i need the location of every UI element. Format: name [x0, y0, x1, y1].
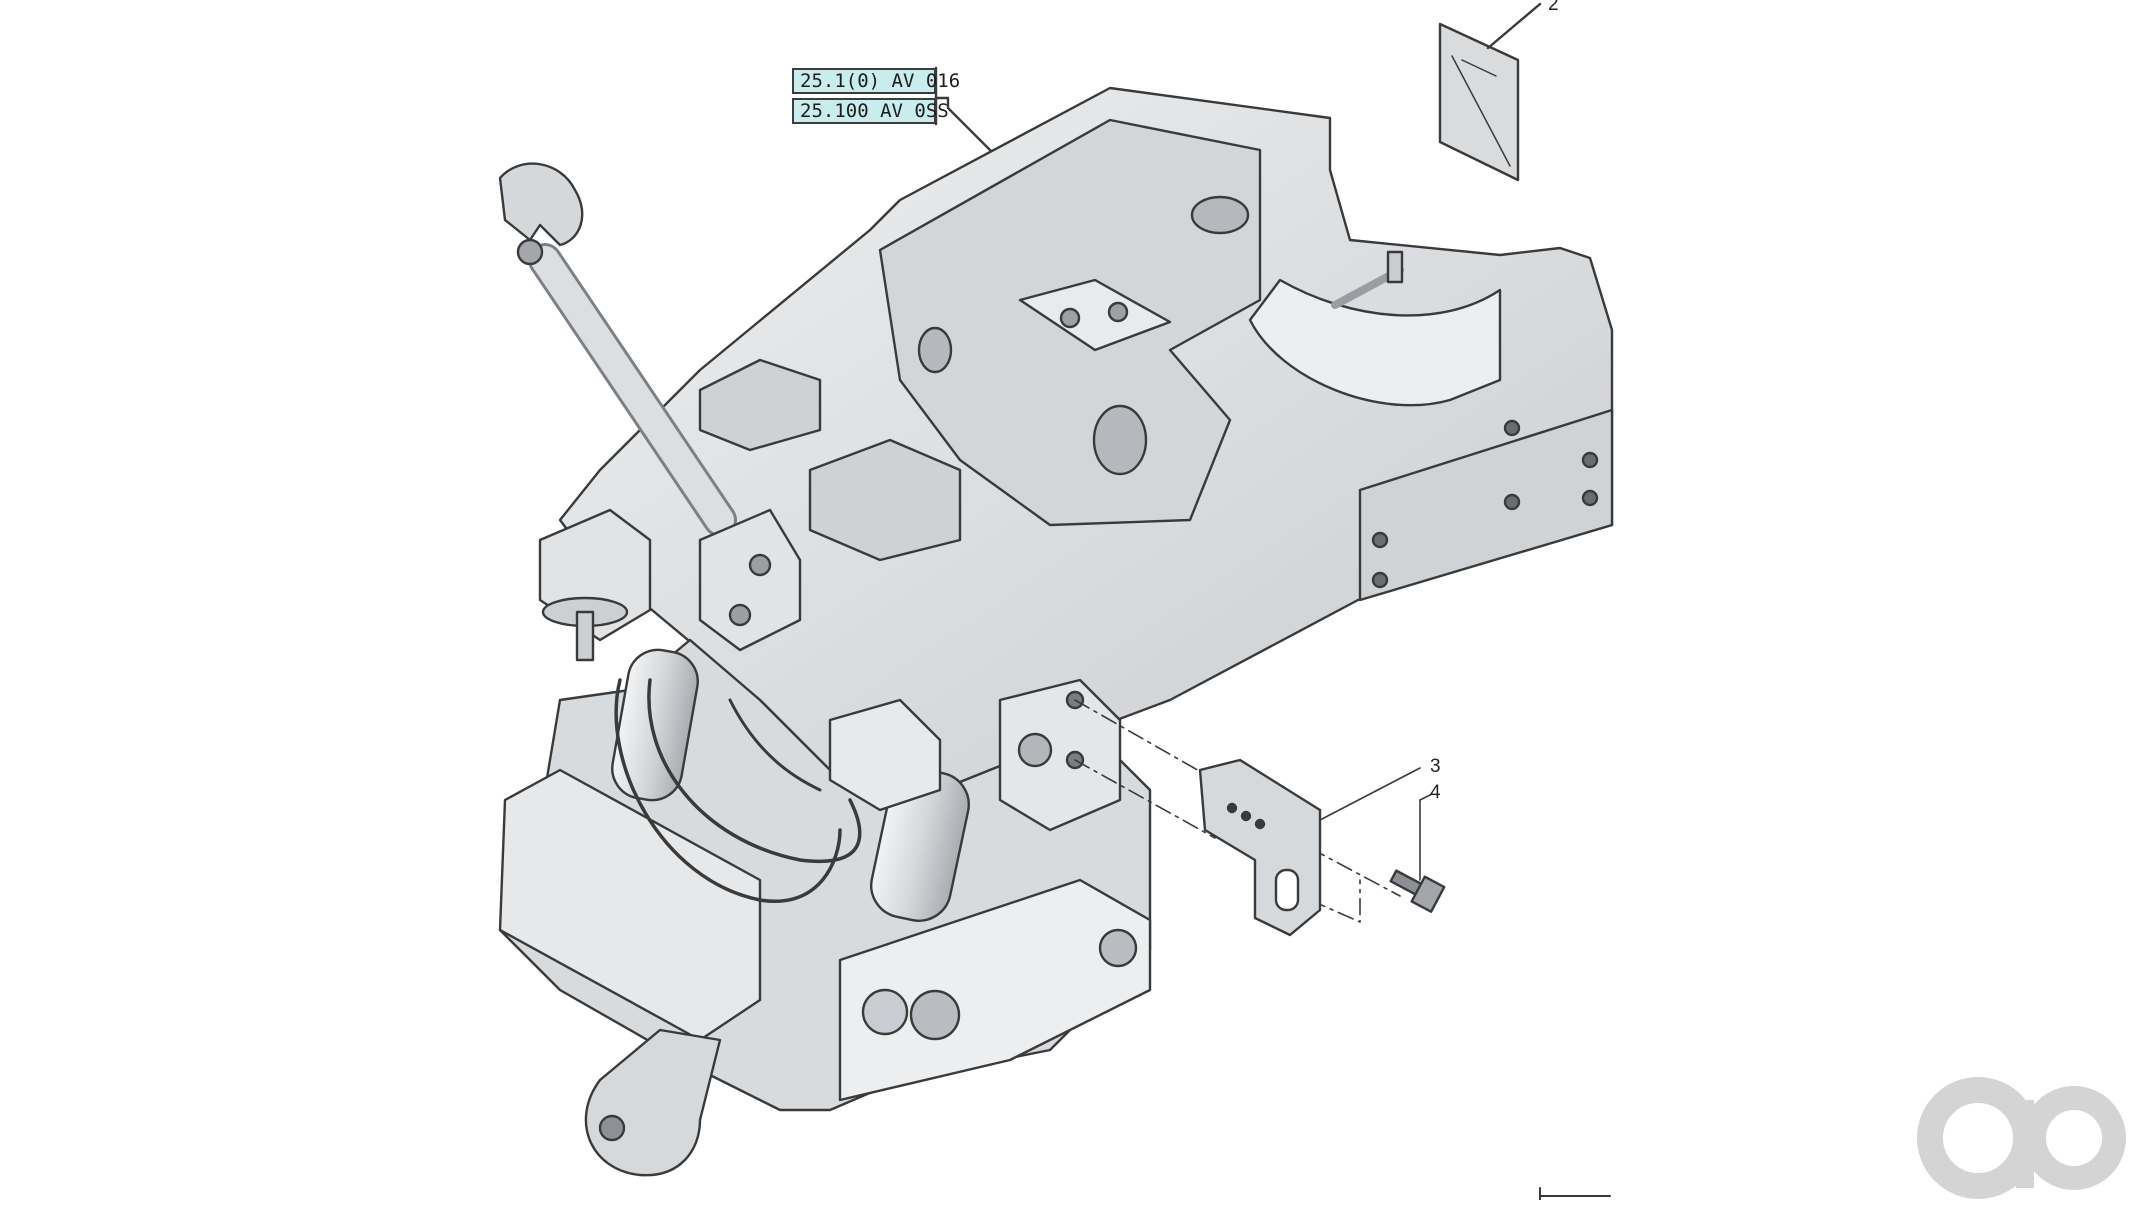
support-bracket — [1198, 758, 1322, 937]
link-pin-shaft — [575, 610, 595, 662]
link-bracket-hole — [728, 603, 752, 627]
support-bracket-hole — [1240, 810, 1252, 822]
mounting-boss — [998, 678, 1122, 832]
decal-plate-diagonal — [1451, 55, 1511, 167]
lower-hook — [584, 1028, 722, 1177]
top-link-pin — [516, 238, 544, 266]
bolt-hole — [1503, 419, 1521, 437]
hydraulic-hose — [614, 678, 842, 904]
lower-front-plate — [498, 768, 762, 1042]
frame-lower-pocket — [698, 358, 822, 452]
callout-number-4: 4 — [1430, 782, 1441, 803]
bolt-hole — [1503, 493, 1521, 511]
callout-2-leader — [1486, 2, 1542, 50]
assembly-line — [1074, 759, 1216, 839]
bolt-hole — [1371, 571, 1389, 589]
assembly-line — [1309, 879, 1361, 923]
bolt-hole — [1581, 489, 1599, 507]
bracket-hole — [1059, 307, 1081, 329]
frame-lower-pocket — [808, 438, 962, 562]
top-link-rod-inner — [531, 246, 734, 534]
inner-bracket — [1018, 278, 1172, 352]
hook-eye — [598, 1114, 626, 1142]
pivot-arm — [838, 878, 1152, 1102]
decal-plate-mark — [1461, 59, 1497, 77]
link-bracket — [698, 508, 802, 652]
callout-4-leader — [1419, 793, 1433, 881]
mounting-boss-hole — [1017, 732, 1053, 768]
callout-number-3: 3 — [1430, 756, 1441, 777]
hydraulic-hose — [728, 698, 822, 792]
hydraulic-cylinder — [611, 648, 699, 802]
hydraulic-hose — [647, 678, 862, 864]
frame-side-plate — [1358, 408, 1614, 602]
frame-right-cradle — [1248, 278, 1502, 407]
support-bracket-slot — [1274, 868, 1300, 912]
callout-number-2: 2 — [1548, 0, 1559, 15]
bracket-hole — [1107, 301, 1129, 323]
callout-3-leader — [1319, 767, 1421, 821]
support-bracket-hole — [1254, 818, 1266, 830]
reference-link-1[interactable]: 25.1(0) AV 016 — [792, 68, 960, 94]
pivot-pin — [861, 988, 909, 1036]
frame-opening — [917, 326, 953, 374]
bolt-hole — [1581, 451, 1599, 469]
pivot-pin — [1098, 928, 1138, 968]
assembly-line — [1074, 699, 1216, 781]
frame-opening — [1092, 404, 1148, 476]
stud-bolt-head — [1386, 250, 1404, 284]
hex-bolt — [1389, 869, 1446, 913]
bolt-hole — [1371, 531, 1389, 549]
reference-leader-line — [934, 96, 997, 157]
assembly-line — [1309, 847, 1401, 897]
top-link-end — [498, 162, 584, 247]
link-bracket-hole — [748, 553, 772, 577]
front-block — [828, 698, 942, 812]
reference-link-2[interactable]: 25.100 AV 0SS — [792, 98, 949, 124]
frame-opening — [1190, 195, 1250, 235]
support-bracket-hole — [1226, 802, 1238, 814]
pivot-pin — [909, 989, 961, 1041]
decal-plate — [1438, 22, 1520, 182]
ao-logo-icon — [1917, 1077, 2126, 1199]
